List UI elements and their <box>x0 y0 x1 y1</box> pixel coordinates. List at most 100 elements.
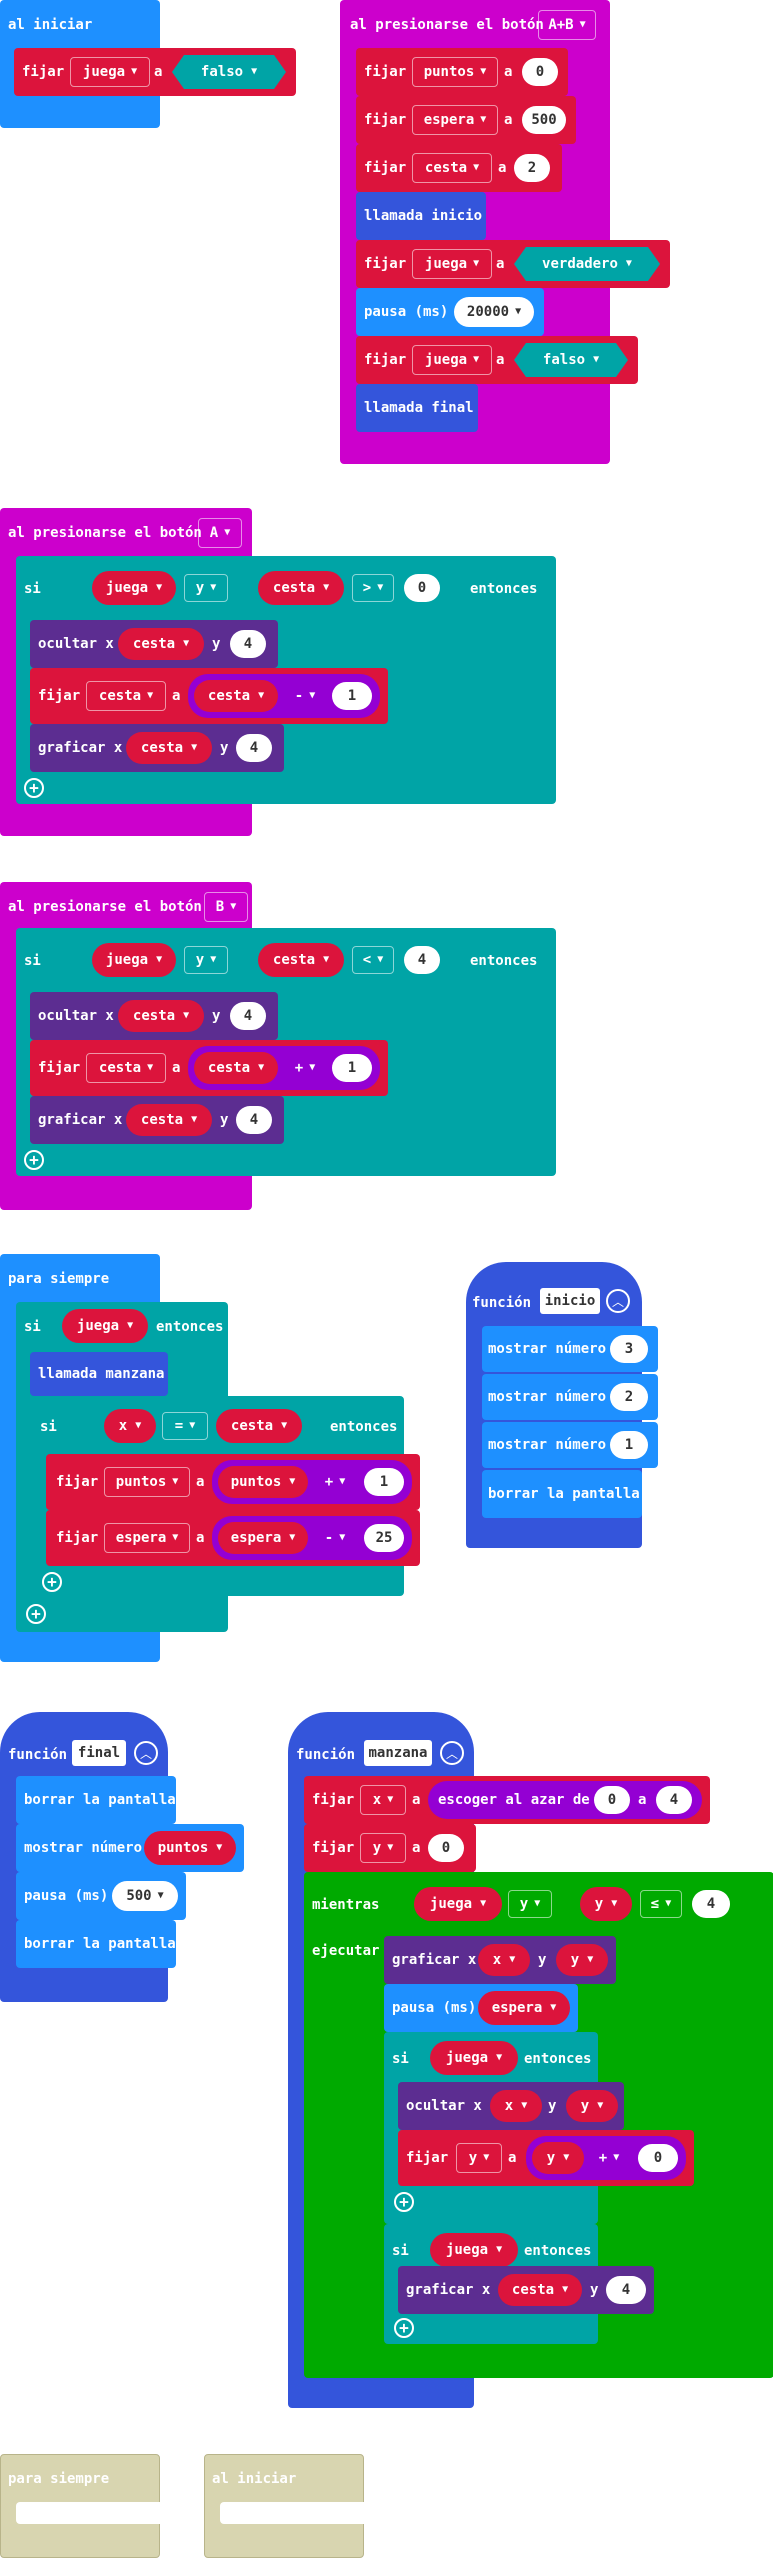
boolean-false-value[interactable]: falso▼ <box>514 343 628 377</box>
variable-juega[interactable]: juega▼ <box>92 571 176 605</box>
operator-dropdown[interactable]: >▼ <box>352 574 394 602</box>
variable-dropdown-cesta[interactable]: cesta▼ <box>86 681 166 711</box>
number-input[interactable]: 2 <box>610 1383 648 1411</box>
variable-dropdown-y[interactable]: y▼ <box>360 1833 406 1863</box>
number-input[interactable]: 1 <box>364 1468 404 1496</box>
number-input[interactable]: 0 <box>404 574 440 602</box>
variable-dropdown-juega[interactable]: juega▼ <box>412 345 492 375</box>
number-input[interactable]: 3 <box>610 1335 648 1363</box>
variable-cesta[interactable]: cesta▼ <box>258 571 344 605</box>
variable-espera[interactable]: espera▼ <box>478 1991 570 2025</box>
and-dropdown[interactable]: y▼ <box>184 574 228 602</box>
function-name[interactable]: manzana <box>364 1740 432 1766</box>
variable-x[interactable]: x▼ <box>490 2090 542 2122</box>
number-input[interactable]: 1 <box>332 1054 372 1082</box>
button-dropdown-ab[interactable]: A+B▼ <box>538 10 596 40</box>
add-else-icon[interactable]: + <box>42 1572 62 1592</box>
variable-y[interactable]: y▼ <box>566 2090 618 2122</box>
number-input[interactable]: 0 <box>428 1834 464 1862</box>
number-input[interactable]: 2 <box>514 154 550 182</box>
variable-juega[interactable]: juega▼ <box>62 1309 148 1343</box>
variable-cesta[interactable]: cesta▼ <box>194 680 278 712</box>
operator-dropdown[interactable]: -▼ <box>284 682 326 710</box>
function-name[interactable]: final <box>72 1740 126 1766</box>
number-input[interactable]: 500 <box>522 106 566 134</box>
variable-x[interactable]: x▼ <box>104 1409 156 1443</box>
variable-cesta[interactable]: cesta▼ <box>118 1000 204 1032</box>
operator-dropdown[interactable]: <▼ <box>352 946 394 974</box>
button-dropdown-b[interactable]: B▼ <box>204 892 248 922</box>
variable-dropdown-puntos[interactable]: puntos▼ <box>412 57 498 87</box>
variable-y[interactable]: y▼ <box>580 1887 632 1921</box>
number-input[interactable]: 4 <box>236 1106 272 1134</box>
variable-y[interactable]: y▼ <box>556 1944 608 1976</box>
add-else-icon[interactable]: + <box>24 1150 44 1170</box>
variable-cesta[interactable]: cesta▼ <box>194 1052 278 1084</box>
clear-screen-block[interactable] <box>16 1776 176 1824</box>
variable-puntos[interactable]: puntos▼ <box>218 1466 308 1498</box>
variable-juega[interactable]: juega▼ <box>430 2233 518 2267</box>
variable-dropdown-y[interactable]: y▼ <box>456 2143 502 2173</box>
number-input[interactable]: 0 <box>594 1786 630 1814</box>
variable-dropdown-juega[interactable]: juega▼ <box>70 57 150 87</box>
collapse-icon[interactable]: ︿ <box>134 1741 158 1765</box>
variable-espera[interactable]: espera▼ <box>218 1522 308 1554</box>
collapse-icon[interactable]: ︿ <box>606 1289 630 1313</box>
pause-dropdown[interactable]: 500▼ <box>112 1881 178 1911</box>
variable-juega[interactable]: juega▼ <box>430 2041 518 2075</box>
number-input[interactable]: 4 <box>404 946 440 974</box>
operator-dropdown[interactable]: +▼ <box>588 2144 630 2172</box>
variable-puntos[interactable]: puntos▼ <box>144 1831 236 1865</box>
variable-cesta[interactable]: cesta▼ <box>498 2274 582 2306</box>
variable-cesta[interactable]: cesta▼ <box>258 943 344 977</box>
function-name[interactable]: inicio <box>540 1288 600 1314</box>
number-input[interactable]: 0 <box>522 58 558 86</box>
operator-dropdown[interactable]: +▼ <box>284 1054 326 1082</box>
number-input[interactable]: 4 <box>230 630 266 658</box>
call-inicio-block[interactable] <box>356 192 486 240</box>
variable-cesta[interactable]: cesta▼ <box>118 628 204 660</box>
variable-dropdown-juega[interactable]: juega▼ <box>412 249 492 279</box>
number-input[interactable]: 4 <box>656 1786 692 1814</box>
operator-dropdown[interactable]: +▼ <box>314 1468 356 1496</box>
operator-dropdown[interactable]: =▼ <box>162 1412 208 1440</box>
number-input[interactable]: 4 <box>606 2276 646 2304</box>
number-input[interactable]: 4 <box>230 1002 266 1030</box>
operator-dropdown[interactable]: ≤▼ <box>640 1890 682 1918</box>
number-input[interactable]: 4 <box>692 1890 730 1918</box>
number-input[interactable]: 1 <box>332 682 372 710</box>
boolean-false-value[interactable]: falso▼ <box>172 55 286 89</box>
variable-dropdown-x[interactable]: x▼ <box>360 1785 406 1815</box>
add-else-icon[interactable]: + <box>24 778 44 798</box>
variable-y[interactable]: y▼ <box>532 2142 584 2174</box>
call-manzana-block[interactable] <box>30 1352 168 1396</box>
variable-juega[interactable]: juega▼ <box>92 943 176 977</box>
number-input[interactable]: 1 <box>610 1431 648 1459</box>
variable-dropdown-espera[interactable]: espera▼ <box>104 1523 190 1553</box>
variable-cesta[interactable]: cesta▼ <box>216 1409 302 1443</box>
number-input[interactable]: 25 <box>364 1524 404 1552</box>
variable-juega[interactable]: juega▼ <box>414 1887 502 1921</box>
boolean-true-value[interactable]: verdadero▼ <box>514 247 660 281</box>
variable-dropdown-puntos[interactable]: puntos▼ <box>104 1467 190 1497</box>
add-else-icon[interactable]: + <box>394 2318 414 2338</box>
operator-dropdown[interactable]: -▼ <box>314 1524 356 1552</box>
clear-screen-block[interactable] <box>482 1470 642 1518</box>
call-final-block[interactable] <box>356 384 478 432</box>
number-input[interactable]: 4 <box>236 734 272 762</box>
pause-dropdown[interactable]: 20000▼ <box>454 297 534 327</box>
variable-x[interactable]: x▼ <box>478 1944 530 1976</box>
number-input[interactable]: 0 <box>638 2144 678 2172</box>
add-else-icon[interactable]: + <box>394 2192 414 2212</box>
button-dropdown-a[interactable]: A▼ <box>198 518 242 548</box>
variable-dropdown-cesta[interactable]: cesta▼ <box>412 153 492 183</box>
and-dropdown[interactable]: y▼ <box>184 946 228 974</box>
variable-cesta[interactable]: cesta▼ <box>126 732 212 764</box>
add-else-icon[interactable]: + <box>26 1604 46 1624</box>
clear-screen-block[interactable] <box>16 1920 176 1968</box>
collapse-icon[interactable]: ︿ <box>440 1741 464 1765</box>
and-dropdown[interactable]: y▼ <box>508 1890 552 1918</box>
variable-dropdown-espera[interactable]: espera▼ <box>412 105 498 135</box>
variable-cesta[interactable]: cesta▼ <box>126 1104 212 1136</box>
variable-dropdown-cesta[interactable]: cesta▼ <box>86 1053 166 1083</box>
